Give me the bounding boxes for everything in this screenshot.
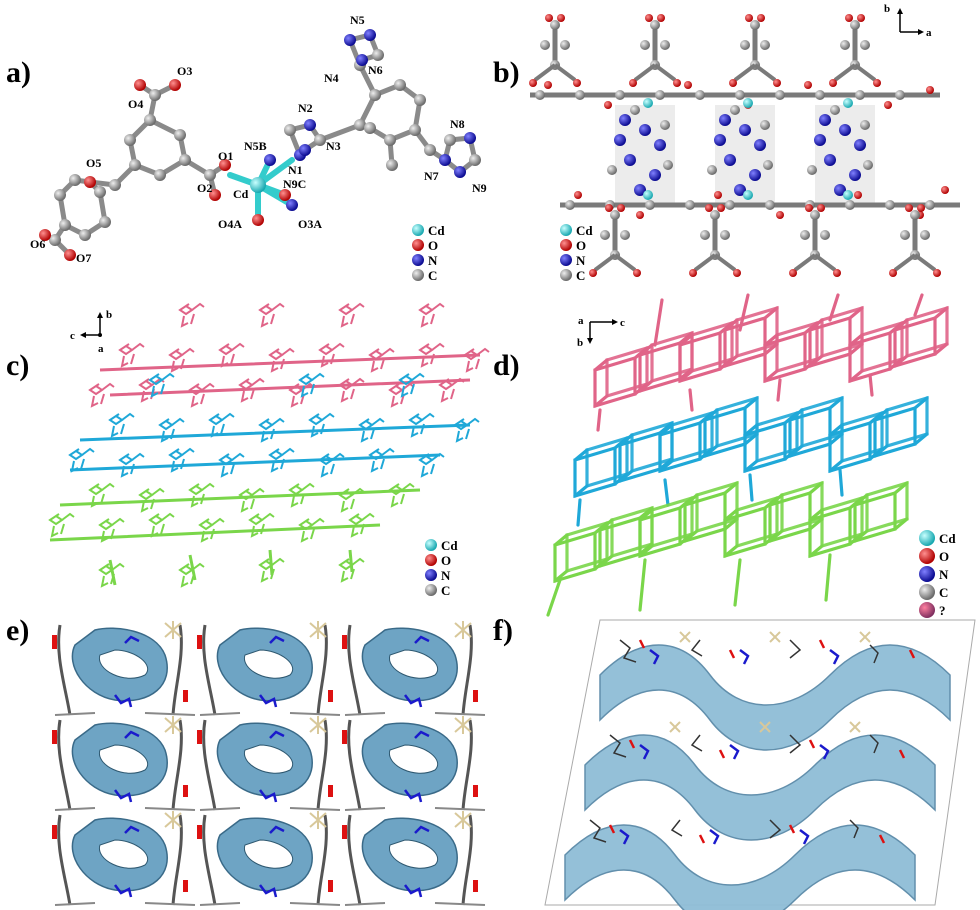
legend-c-o-swatch — [425, 554, 437, 566]
legend-d-q-swatch — [919, 602, 935, 618]
legend-b-n-swatch — [560, 254, 572, 266]
legend-d-c-swatch — [919, 584, 935, 600]
panel-a-label: a) — [6, 56, 31, 89]
axis-indicator-c: b c a — [70, 309, 112, 355]
legend-o-swatch — [412, 239, 424, 251]
panel-f-label: f) — [493, 614, 513, 647]
net-layer-cyan — [573, 396, 929, 527]
legend-b-cd-label: Cd — [576, 223, 593, 238]
legend-c-cd-label: Cd — [441, 538, 458, 553]
axis-c-down: a — [98, 343, 104, 355]
atom-label-n5: N5 — [350, 13, 365, 27]
legend-d-n-label: N — [939, 567, 949, 582]
atom-label-n2: N2 — [298, 101, 313, 115]
axis-c-left: c — [70, 330, 75, 342]
panel-c-label: c) — [6, 349, 29, 382]
legend-d: Cd O N C ? — [919, 530, 956, 618]
panel-d-label: d) — [493, 349, 520, 382]
panel-e-label: e) — [6, 614, 29, 647]
atom-label-n8: N8 — [450, 117, 465, 131]
legend-a: Cd O N C — [412, 223, 445, 283]
atom-label-o2: O2 — [197, 181, 212, 195]
legend-d-q-label: ? — [939, 603, 946, 618]
atom-label-o4: O4 — [128, 97, 143, 111]
legend-o-label: O — [428, 238, 438, 253]
legend-b-o-label: O — [576, 238, 586, 253]
axis-indicator-b: b a — [884, 3, 932, 39]
legend-b-n-label: N — [576, 253, 586, 268]
axis-b-right: a — [926, 27, 932, 39]
atom-label-cd: Cd — [233, 187, 249, 201]
legend-b-cd-swatch — [560, 224, 572, 236]
legend-c-swatch — [412, 269, 424, 281]
panel-e: e) — [6, 614, 487, 907]
panel-c: c) b c a — [6, 303, 490, 598]
atom-label-o6: O6 — [30, 237, 45, 251]
panel-b-label: b) — [493, 56, 520, 89]
axis-indicator-d: a c b — [577, 315, 625, 349]
packing-view-b — [529, 14, 960, 277]
net-layer-pink — [593, 293, 949, 432]
legend-b-c-label: C — [576, 268, 585, 283]
legend-d-o-swatch — [919, 548, 935, 564]
legend-n-label: N — [428, 253, 438, 268]
legend-c-n-label: N — [441, 568, 451, 583]
legend-d-c-label: C — [939, 585, 948, 600]
net-layer-green — [546, 481, 909, 617]
atom-label-o7: O7 — [76, 251, 91, 265]
legend-n-swatch — [412, 254, 424, 266]
legend-b-c-swatch — [560, 269, 572, 281]
atom-label-n4: N4 — [324, 71, 339, 85]
legend-d-cd-swatch — [919, 530, 935, 546]
legend-c-c-swatch — [425, 584, 437, 596]
atom-label-o3a: O3A — [298, 217, 322, 231]
layer-pink-c — [89, 303, 490, 407]
legend-c-label: C — [428, 268, 437, 283]
legend-cd-swatch — [412, 224, 424, 236]
axis-d-down: b — [577, 337, 583, 349]
layer-green-c — [49, 483, 421, 587]
void-map-f — [544, 619, 976, 910]
legend-b: Cd O N C — [560, 223, 593, 283]
panel-d: d) a — [493, 293, 956, 618]
atom-label-o4a: O4A — [218, 217, 242, 231]
legend-c-n-swatch — [425, 569, 437, 581]
atom-spheres — [39, 29, 481, 261]
atom-label-n9c: N9C — [283, 177, 306, 191]
atom-label-n6: N6 — [368, 63, 383, 77]
axis-b-up: b — [884, 3, 890, 15]
legend-d-o-label: O — [939, 549, 949, 564]
legend-c: Cd O N C — [425, 538, 458, 598]
legend-c-cd-swatch — [425, 539, 437, 551]
atom-labels: O1 O2 O3 O4 O5 O6 O7 Cd N1 N2 N3 N4 N5 N… — [30, 13, 487, 265]
legend-d-cd-label: Cd — [939, 531, 956, 546]
atom-label-n7: N7 — [424, 169, 439, 183]
axis-d-right: c — [620, 317, 625, 329]
atom-label-n5b: N5B — [244, 139, 267, 153]
panel-f: f) — [493, 614, 976, 910]
panel-b: b) — [493, 3, 960, 283]
atom-label-n1: N1 — [288, 163, 303, 177]
legend-c-c-label: C — [441, 583, 450, 598]
atom-label-n3: N3 — [326, 139, 341, 153]
void-map-e — [50, 619, 487, 907]
axis-d-up: a — [578, 315, 584, 327]
atom-label-n9: N9 — [472, 181, 487, 195]
legend-b-o-swatch — [560, 239, 572, 251]
layer-cyan-c — [69, 373, 480, 477]
legend-c-o-label: O — [441, 553, 451, 568]
atom-label-o1: O1 — [218, 149, 233, 163]
atom-label-o5: O5 — [86, 156, 101, 170]
legend-d-n-swatch — [919, 566, 935, 582]
panel-a: a) — [6, 13, 487, 283]
axis-c-up: b — [106, 309, 112, 321]
atom-label-o3: O3 — [177, 64, 192, 78]
legend-cd-label: Cd — [428, 223, 445, 238]
